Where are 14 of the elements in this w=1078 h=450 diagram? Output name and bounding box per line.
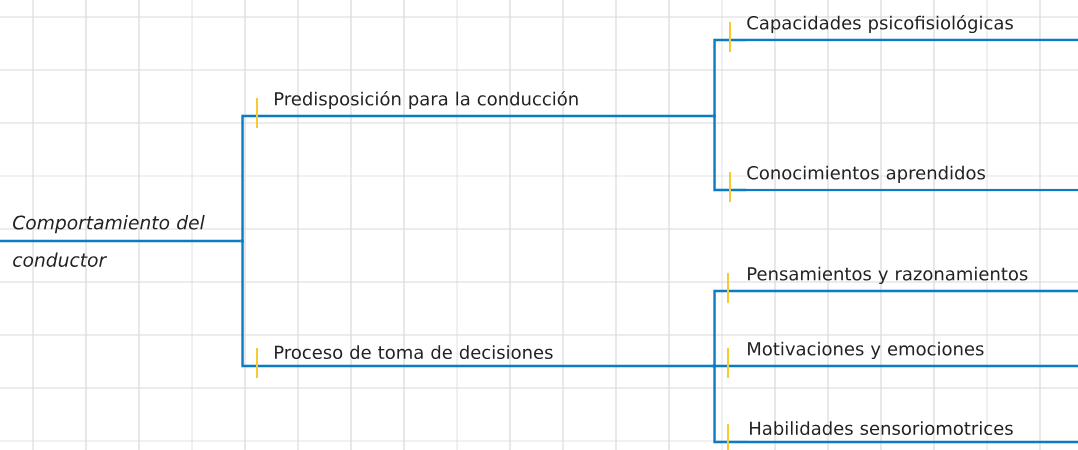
branch-label: Motivaciones y emociones	[746, 341, 1078, 368]
branch-label: Pensamientos y razonamientos	[746, 266, 1078, 293]
branch-label: Habilidades sensoriomotrices	[748, 421, 1078, 444]
branch-label: Conocimientos aprendidos	[746, 165, 1078, 192]
root-label: Comportamiento del conductor	[0, 215, 241, 267]
connector-line	[712, 38, 746, 118]
branch-label: Predisposición para la conducción	[273, 90, 713, 118]
connector-line	[712, 114, 746, 192]
connector-line	[712, 364, 748, 444]
connector-line	[240, 114, 273, 243]
connector-line	[240, 239, 273, 368]
branch-label: Proceso de toma de decisiones	[273, 345, 713, 368]
branch-label: Capacidades psicofisiológicas	[746, 14, 1078, 42]
connector-line	[712, 289, 746, 368]
